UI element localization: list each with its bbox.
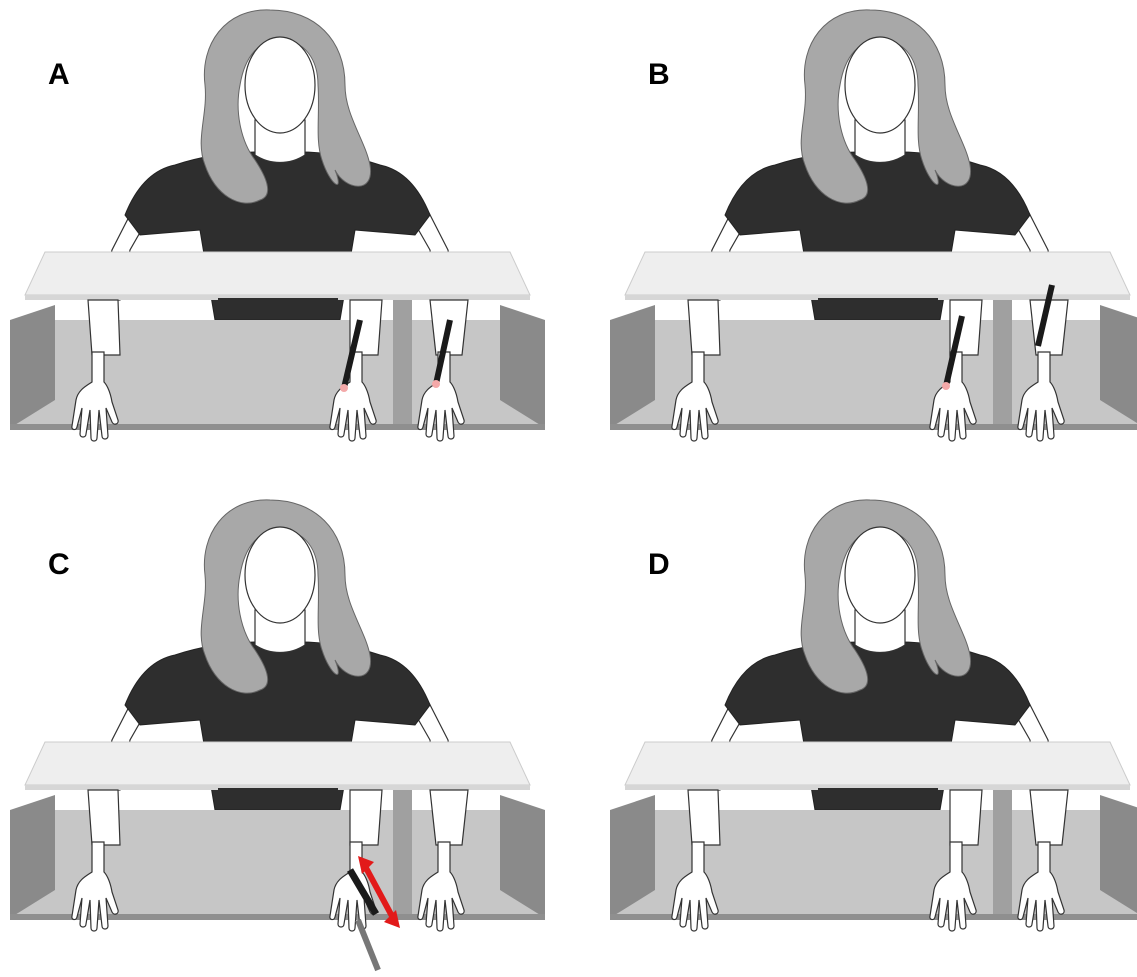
touch-point — [942, 382, 950, 390]
panel-d: D — [600, 490, 1137, 960]
panel-b: B — [600, 0, 1137, 470]
box-rim — [610, 914, 1137, 920]
torso-below-board — [818, 788, 938, 806]
panel-c: C — [0, 490, 560, 960]
box-rim — [610, 424, 1137, 430]
box-divider — [993, 790, 1012, 918]
right-forearm — [950, 790, 982, 845]
left-forearm — [688, 790, 720, 845]
rubber-forearm — [430, 790, 468, 845]
box-divider — [993, 300, 1012, 428]
box-divider — [393, 300, 412, 428]
scene — [0, 490, 560, 960]
face — [845, 37, 915, 133]
left-forearm — [688, 300, 720, 355]
scene — [0, 0, 560, 470]
box-divider — [393, 790, 412, 918]
scene — [600, 0, 1137, 470]
torso-below-board — [818, 298, 938, 316]
rubber-forearm — [1030, 790, 1068, 845]
occluding-board — [625, 742, 1130, 785]
right-forearm — [350, 790, 382, 845]
knife-motion — [358, 920, 378, 970]
left-forearm — [88, 790, 120, 845]
left-forearm — [88, 300, 120, 355]
occluding-board — [25, 252, 530, 295]
face — [245, 37, 315, 133]
occluding-board — [25, 742, 530, 785]
face — [245, 527, 315, 623]
torso-below-board — [218, 788, 338, 806]
scene — [600, 490, 1137, 960]
touch-point — [432, 380, 440, 388]
face — [845, 527, 915, 623]
torso-below-board — [218, 298, 338, 316]
touch-point — [340, 384, 348, 392]
panel-a: A — [0, 0, 560, 470]
